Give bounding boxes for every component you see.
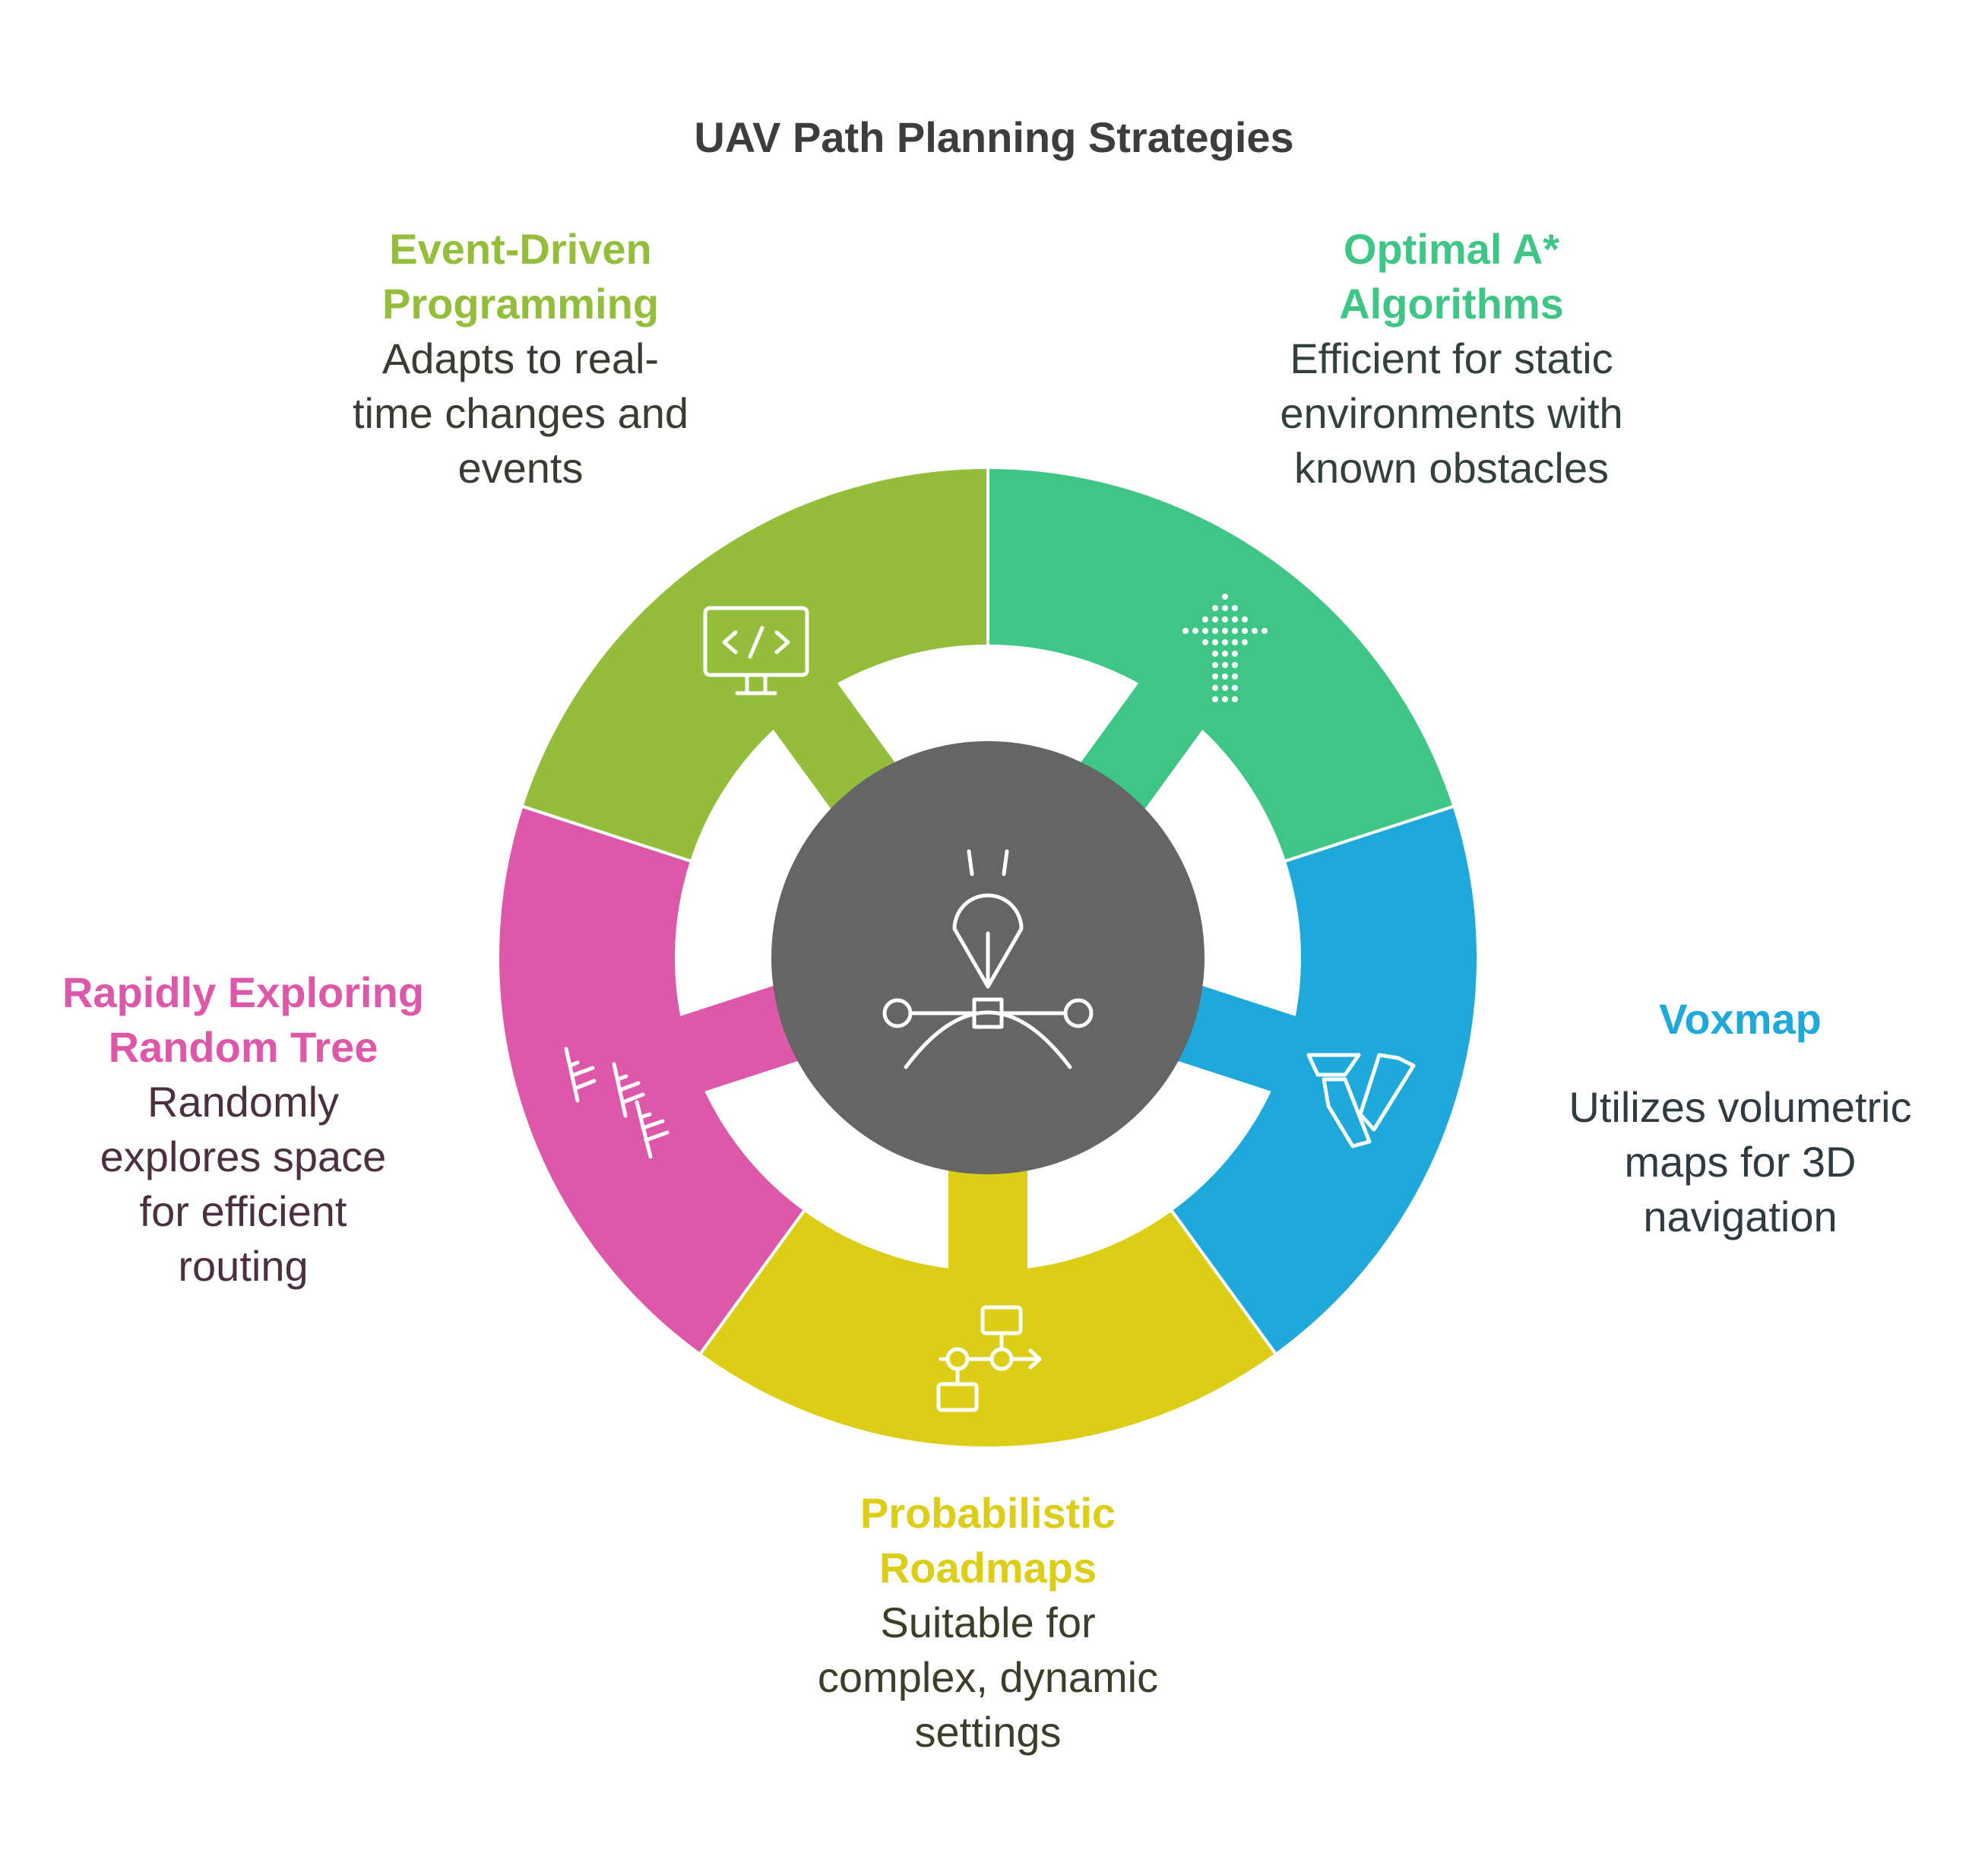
icon-dot (1212, 673, 1218, 680)
label-description: Adapts to real- time changes and events (352, 334, 689, 492)
label-description: Efficient for static environments with k… (1280, 334, 1623, 492)
icon-dot (1202, 628, 1208, 634)
icon-dot (1242, 639, 1248, 645)
connector-voxmap (1175, 984, 1301, 1094)
icon-dot (1222, 616, 1228, 623)
icon-dot (1232, 696, 1238, 702)
label-description: Randomly explores space for efficient ro… (100, 1078, 387, 1290)
icon-dot (1222, 673, 1228, 680)
label-optimal-a-star: Optimal A* Algorithms Efficient for stat… (1231, 222, 1672, 496)
icon-dot (1222, 639, 1228, 645)
icon-dot (1212, 605, 1218, 611)
icon-dot (1232, 685, 1238, 691)
connector-astar (1079, 678, 1206, 812)
label-event-driven: Event-Driven Programming Adapts to real-… (315, 222, 726, 496)
connector-event (770, 678, 897, 812)
label-rapidly-exploring-random-tree: Rapidly Exploring Random Tree Randomly e… (30, 965, 456, 1294)
segment-astar (986, 465, 1456, 863)
icon-dot (1232, 651, 1238, 657)
icon-dot (1232, 662, 1238, 668)
icon-dot (1202, 639, 1208, 645)
icon-dot (1252, 628, 1258, 634)
icon-dot (1202, 616, 1208, 623)
connector-prm (948, 1167, 1027, 1274)
icon-dot (1212, 651, 1218, 657)
icon-dot (1182, 628, 1189, 634)
label-heading: Optimal A* Algorithms (1339, 225, 1564, 328)
segment-prm (698, 1207, 1278, 1449)
code-monitor-icon (703, 606, 809, 695)
icon-dot (1242, 628, 1248, 634)
icon-dot (1222, 628, 1228, 634)
icon-dot (1232, 628, 1238, 634)
connector-rrt (675, 984, 801, 1094)
branching-tree-icon (564, 1047, 670, 1159)
icon-dot (1212, 685, 1218, 691)
icon-dot (1232, 639, 1238, 645)
icon-dot (1222, 685, 1228, 691)
label-heading: Voxmap (1659, 995, 1822, 1043)
icon-dot (1212, 639, 1218, 645)
label-voxmap: Voxmap Utilizes volumetric maps for 3D n… (1527, 992, 1953, 1244)
pen-tool-bezier-icon (882, 849, 1094, 1069)
flowchart-icon (936, 1305, 1042, 1412)
icon-dot (1232, 605, 1238, 611)
label-heading: Rapidly Exploring Random Tree (62, 968, 425, 1071)
label-heading: Event-Driven Programming (381, 225, 660, 328)
icon-dot (1212, 696, 1218, 702)
icon-dot (1232, 616, 1238, 623)
diagram-title: UAV Path Planning Strategies (694, 113, 1294, 161)
icon-dot (1212, 628, 1218, 634)
label-description: Utilizes volumetric maps for 3D navigati… (1569, 1083, 1912, 1240)
segment-event (520, 465, 989, 863)
icon-dot (1242, 616, 1248, 623)
label-description: Suitable for complex, dynamic settings (817, 1598, 1159, 1756)
icon-dot (1222, 662, 1228, 668)
icon-dot (1192, 628, 1198, 634)
dotted-arrow-up-icon (1182, 594, 1268, 702)
icon-dot (1222, 651, 1228, 657)
voxel-blocks-icon (1306, 1053, 1416, 1148)
label-heading: Probabilistic Roadmaps (859, 1489, 1116, 1592)
segment-rrt (496, 804, 807, 1357)
icon-dot (1212, 616, 1218, 623)
icon-dot (1261, 628, 1268, 634)
icon-dot (1222, 594, 1228, 600)
label-probabilistic-roadmaps: Probabilistic Roadmaps Suitable for comp… (783, 1486, 1193, 1760)
icon-dot (1222, 696, 1228, 702)
icon-dot (1232, 673, 1238, 680)
icon-dot (1212, 662, 1218, 668)
icon-dot (1222, 605, 1228, 611)
